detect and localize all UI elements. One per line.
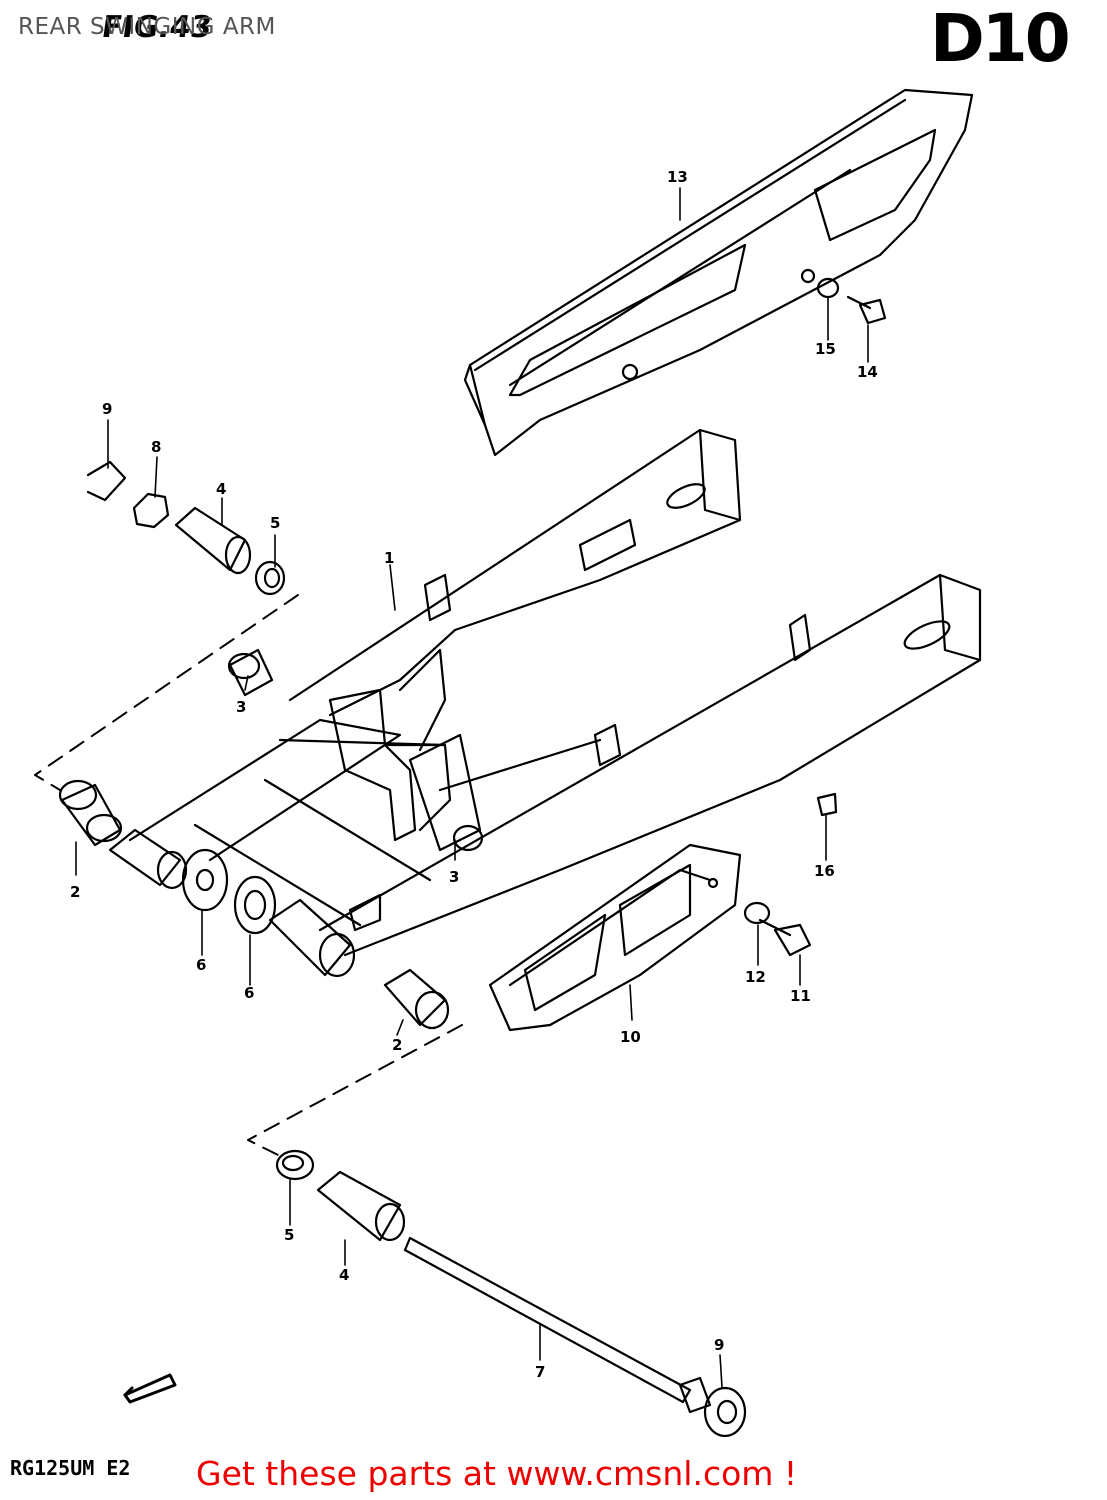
part-label-4: 4 xyxy=(339,1266,349,1284)
part-label-2: 2 xyxy=(392,1036,402,1054)
front-arrow-icon xyxy=(123,1373,177,1404)
footer-link[interactable]: Get these parts at www.cmsnl.com ! xyxy=(196,1454,798,1493)
pivot-end-tube xyxy=(268,898,356,978)
part-label-9: 9 xyxy=(714,1336,724,1354)
nut-part-8 xyxy=(132,492,170,529)
spacer-tube xyxy=(108,828,188,890)
bearing-part-3a xyxy=(227,648,274,697)
part-label-11: 11 xyxy=(790,987,811,1005)
part-label-3: 3 xyxy=(236,698,246,716)
bolt-part-11 xyxy=(758,918,812,957)
bearing-part-2a xyxy=(58,779,123,847)
part-label-9: 9 xyxy=(102,400,112,418)
model-badge: D10 xyxy=(930,0,1071,77)
part-label-2: 2 xyxy=(70,883,80,901)
part-label-6: 6 xyxy=(244,984,254,1002)
part-label-10: 10 xyxy=(620,1028,641,1046)
plug-part-16 xyxy=(816,792,838,817)
model-code: RG125UM E2 xyxy=(10,1456,131,1480)
swing-arm-part-1 xyxy=(128,428,982,957)
part-label-5: 5 xyxy=(284,1226,294,1244)
part-label-8: 8 xyxy=(151,438,161,456)
part-label-16: 16 xyxy=(814,862,835,880)
spacer-part-4b xyxy=(316,1170,406,1242)
spacer-part-4a xyxy=(174,506,252,575)
chain-guide-part-10 xyxy=(488,843,742,1032)
washer-part-15 xyxy=(816,277,840,299)
washer-part-12 xyxy=(743,901,771,925)
pivot-shaft-part-7 xyxy=(403,1236,712,1414)
part-label-3: 3 xyxy=(449,868,459,886)
chain-case-part-13 xyxy=(463,88,974,457)
washer-part-6b xyxy=(233,875,277,935)
part-label-7: 7 xyxy=(535,1363,545,1381)
part-label-13: 13 xyxy=(667,168,688,186)
page-title: REAR SWINGING ARM xyxy=(18,14,276,40)
part-label-12: 12 xyxy=(745,968,766,986)
washer-part-6a xyxy=(181,848,229,912)
bearing-part-2b xyxy=(383,968,450,1030)
part-label-14: 14 xyxy=(857,363,878,381)
part-label-4: 4 xyxy=(216,480,226,498)
bolt-part-14 xyxy=(846,295,887,325)
nut-part-9b xyxy=(703,1386,747,1438)
bearing-part-3b xyxy=(408,733,484,852)
part-label-5: 5 xyxy=(270,514,280,532)
clip-part-9a xyxy=(86,460,127,502)
part-label-15: 15 xyxy=(815,340,836,358)
part-label-1: 1 xyxy=(384,549,394,567)
seal-part-5b xyxy=(275,1149,315,1181)
seal-part-5a xyxy=(254,560,286,596)
part-label-6: 6 xyxy=(196,956,206,974)
